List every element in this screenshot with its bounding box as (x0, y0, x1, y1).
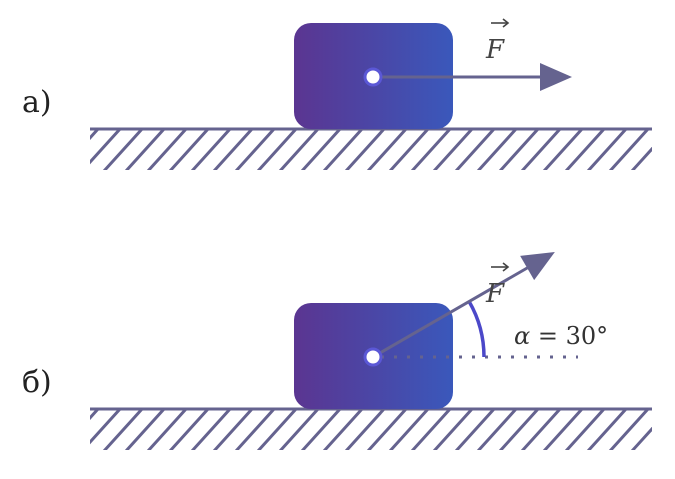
hatch-line (90, 408, 122, 445)
hatch-line (212, 128, 254, 170)
ground-hatching-a (90, 128, 675, 171)
hatch-line (90, 408, 100, 421)
hatch-line (608, 128, 650, 170)
hatch-line (300, 408, 342, 450)
hatch-line (432, 408, 474, 450)
hatch-line (564, 128, 606, 170)
hatch-line (366, 128, 408, 170)
panel-b: б) F α = 30° (22, 252, 675, 451)
center-point-a (363, 67, 383, 87)
force-label-b: F (485, 262, 510, 309)
hatch-line (432, 128, 474, 170)
force-arrow-b (372, 252, 555, 359)
hatch-line (234, 128, 276, 170)
hatch-line (102, 128, 144, 170)
hatch-line (654, 129, 675, 171)
hatch-line (322, 408, 364, 450)
hatch-line (542, 128, 584, 170)
hatch-line (586, 128, 628, 170)
hatch-line (234, 408, 276, 450)
angle-arc (467, 300, 486, 358)
hatch-line (344, 408, 386, 450)
hatch-line (278, 128, 320, 170)
hatch-line (520, 128, 562, 170)
hatch-line (586, 408, 628, 450)
hatch-line (190, 128, 232, 170)
force-arrow-a (373, 63, 572, 91)
ground-a (90, 127, 675, 171)
hatch-line (388, 128, 430, 170)
hatch-line (608, 408, 650, 450)
hatch-line (90, 128, 100, 141)
hatch-line (410, 408, 452, 450)
hatch-line (300, 128, 342, 170)
center-point-b (363, 347, 383, 367)
hatch-line (344, 128, 386, 170)
hatch-line (454, 128, 496, 170)
hatch-line (476, 408, 518, 450)
hatch-line (90, 128, 122, 165)
hatch-line (256, 128, 298, 170)
hatch-line (168, 128, 210, 170)
hatch-line (366, 408, 408, 450)
hatch-line (212, 408, 254, 450)
angle-label: α = 30° (514, 322, 608, 350)
hatch-line (190, 408, 232, 450)
panel-b-label: б) (22, 365, 52, 400)
hatch-line (454, 408, 496, 450)
hatch-line (388, 408, 430, 450)
ground-hatching-b (90, 408, 675, 451)
hatch-line (146, 408, 188, 450)
hatch-line (654, 409, 675, 451)
hatch-line (498, 128, 540, 170)
hatch-line (520, 408, 562, 450)
ground-b (90, 407, 675, 451)
hatch-line (256, 408, 298, 450)
force-symbol-b: F (485, 279, 505, 309)
hatch-line (278, 408, 320, 450)
hatch-line (564, 408, 606, 450)
hatch-line (498, 408, 540, 450)
hatch-line (630, 146, 652, 170)
hatch-line (124, 408, 166, 450)
hatch-line (476, 128, 518, 170)
hatch-line (124, 128, 166, 170)
hatch-line (630, 426, 652, 450)
hatch-line (102, 408, 144, 450)
hatch-line (146, 128, 188, 170)
panel-a-label: а) (22, 85, 52, 120)
hatch-line (410, 128, 452, 170)
hatch-line (542, 408, 584, 450)
hatch-line (168, 408, 210, 450)
vector-arrow-icon (491, 18, 510, 28)
vector-arrow-icon (491, 262, 510, 272)
panel-a: а) F (22, 18, 675, 171)
force-symbol-a: F (485, 35, 505, 65)
force-label-a: F (485, 18, 510, 65)
hatch-line (322, 128, 364, 170)
